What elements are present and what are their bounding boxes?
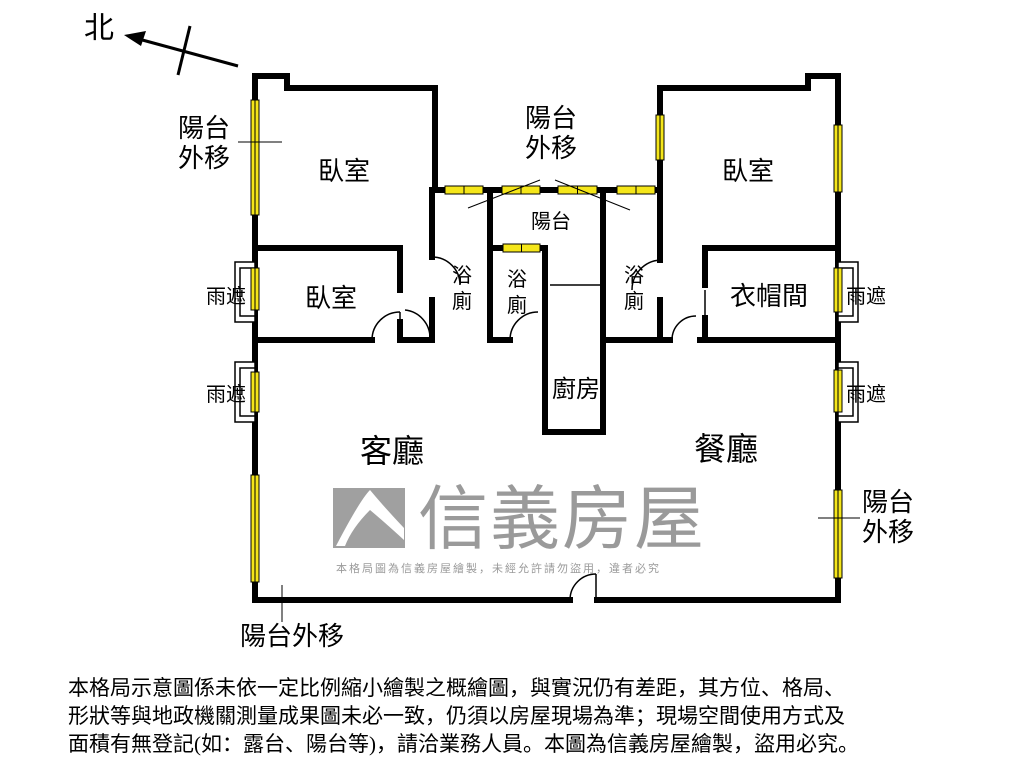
disclaimer: 本格局示意圖係未依一定比例縮小繪製之概繪圖，與實況仍有差距，其方位、格局、 形狀… (68, 674, 859, 758)
awning-label: 雨遮 (846, 284, 886, 308)
disclaimer-line: 本格局示意圖係未依一定比例縮小繪製之概繪圖，與實況仍有差距，其方位、格局、 (68, 676, 845, 700)
room-bedroom-top-left: 臥室 (318, 157, 371, 187)
room-living: 客廳 (360, 432, 425, 470)
balcony-moved-right: 陽台外移 (862, 488, 915, 548)
balcony-moved-left: 陽台外移 (178, 114, 231, 174)
room-bath-2: 浴廁 (507, 267, 527, 317)
awning-label: 雨遮 (206, 284, 246, 308)
balcony-moved-top: 陽台外移 (525, 104, 578, 164)
awning-label: 雨遮 (206, 382, 246, 406)
room-balcony: 陽台 (531, 209, 571, 233)
walls (252, 73, 841, 603)
room-kitchen: 廚房 (552, 375, 600, 403)
watermark-brand: 信義房屋 (418, 478, 706, 560)
awning-label: 雨遮 (846, 382, 886, 406)
awnings (234, 261, 859, 423)
balcony-moved-bottom: 陽台外移 (240, 622, 345, 652)
room-bedroom-top-right: 臥室 (722, 157, 775, 187)
north-arrow-icon (124, 25, 239, 76)
room-bath-1: 浴廁 (452, 263, 472, 313)
watermark-logo-icon (333, 488, 405, 548)
room-bedroom-small: 臥室 (305, 284, 358, 314)
windows (250, 99, 843, 583)
room-bath-3: 浴廁 (624, 263, 644, 313)
disclaimer-line: 形狀等與地政機關測量成果圖未必一致，仍須以房屋現場為準；現場空間使用方式及 (68, 704, 845, 728)
doors (371, 256, 706, 601)
room-closet: 衣帽間 (730, 282, 809, 312)
compass-label: 北 (84, 11, 114, 46)
disclaimer-line: 面積有無登記(如：露台、陽台等)，請洽業務人員。本圖為信義房屋繪製，盜用必究。 (68, 732, 859, 756)
room-dining: 餐廳 (694, 430, 759, 468)
leader-lines (238, 141, 860, 622)
watermark-notice: 本格局圖為信義房屋繪製，未經允許請勿盜用，違者必究 (336, 562, 661, 575)
